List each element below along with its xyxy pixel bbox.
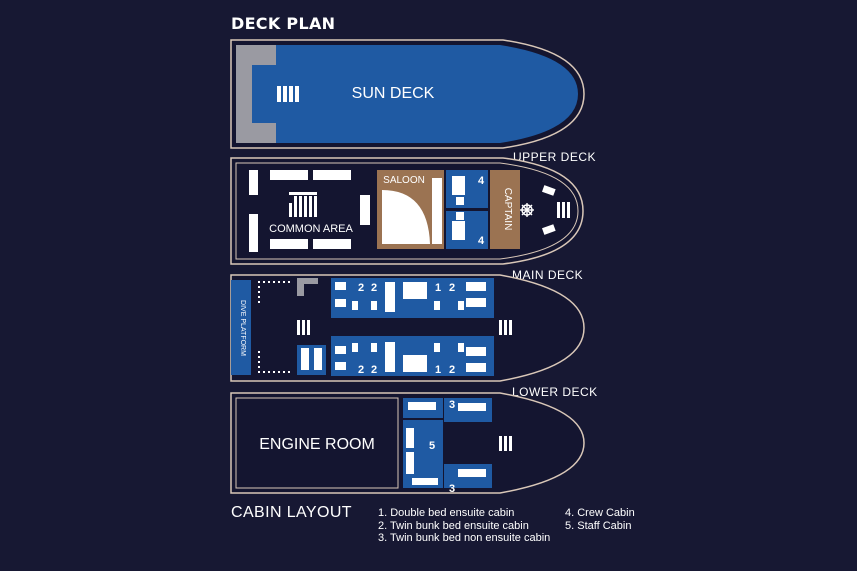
main-deck-beds: [335, 282, 486, 372]
shower-fixtures: [301, 348, 322, 370]
main-deck: DIVE PLATFORM: [230, 274, 585, 382]
legend-item: 4. Crew Cabin: [565, 507, 635, 519]
engine-room: [235, 397, 399, 489]
dive-platform-label: DIVE PLATFORM: [239, 300, 246, 356]
cabin-number: 3: [449, 483, 455, 495]
lower-deck: ENGINE ROOM 3 5 3: [230, 392, 585, 495]
lower-deck-beds: [406, 402, 486, 485]
cabin-number: 5: [429, 440, 435, 452]
crew-cabin-number-bottom: 4: [478, 235, 485, 247]
main-deck-cabin-numbers-bottom: 2 2 1 2: [358, 364, 455, 376]
cabin-number: 2: [371, 364, 377, 376]
cabin-number: 2: [449, 364, 455, 376]
cabin-number: 2: [449, 282, 455, 294]
sun-deck-surface: [236, 45, 578, 143]
legend-item: 1. Double bed ensuite cabin: [378, 507, 515, 519]
engine-room-label: ENGINE ROOM: [259, 436, 375, 453]
upper-deck: COMMON AREA SALOON 4 4 CAPTAIN: [230, 157, 584, 265]
main-deck-cabin-numbers-top: 2 2 1 2: [358, 282, 455, 294]
cabin-layout-title: CABIN LAYOUT: [231, 504, 352, 521]
cabin-number: 1: [435, 282, 441, 294]
cabin-legend-right: 4. Crew Cabin 5. Staff Cabin: [565, 507, 635, 532]
sun-deck: SUN DECK: [230, 39, 585, 149]
stairs-icon: [499, 320, 512, 335]
crew-cabin-number-top: 4: [478, 175, 485, 187]
crew-bunks: [452, 176, 465, 240]
cabin-number: 2: [371, 282, 377, 294]
legend-item: 2. Twin bunk bed ensuite cabin: [378, 519, 529, 532]
dive-platform-railing: [258, 281, 290, 373]
legend-item: 3. Twin bunk bed non ensuite cabin: [378, 532, 551, 544]
saloon-counter: [432, 178, 442, 244]
legend-item: 5. Staff Cabin: [565, 519, 632, 532]
cabin-number: 3: [449, 399, 455, 411]
upper-deck-inner: [235, 162, 579, 260]
saloon-quarter-floor: [382, 190, 430, 244]
stairs-icon: [499, 436, 512, 451]
upper-deck-label: UPPER DECK: [513, 150, 597, 164]
cabin-number: 2: [358, 282, 364, 294]
sun-deck-gray-area: [236, 45, 276, 143]
main-deck-gray-area: [297, 278, 318, 296]
page-title: DECK PLAN: [231, 14, 336, 33]
common-area-furniture: [249, 170, 370, 252]
bridge-furniture: [541, 185, 556, 235]
lower-deck-label: LOWER DECK: [512, 385, 598, 399]
captain-label: CAPTAIN: [502, 188, 513, 231]
stairs-icon: [297, 320, 310, 335]
common-area-label: COMMON AREA: [269, 223, 353, 235]
captain-room: [490, 170, 520, 249]
cabin-number: 2: [358, 364, 364, 376]
sun-deck-title: SUN DECK: [352, 85, 435, 102]
ship-wheel-icon: [520, 203, 534, 217]
stairs-icon: [557, 202, 570, 218]
cabin-number: 1: [435, 364, 441, 376]
saloon-label: SALOON: [383, 175, 425, 186]
stairs-icon: [277, 86, 299, 102]
dive-platform: [231, 280, 251, 375]
cabin-legend-left: 1. Double bed ensuite cabin 2. Twin bunk…: [378, 507, 550, 545]
main-deck-label: MAIN DECK: [512, 268, 584, 282]
